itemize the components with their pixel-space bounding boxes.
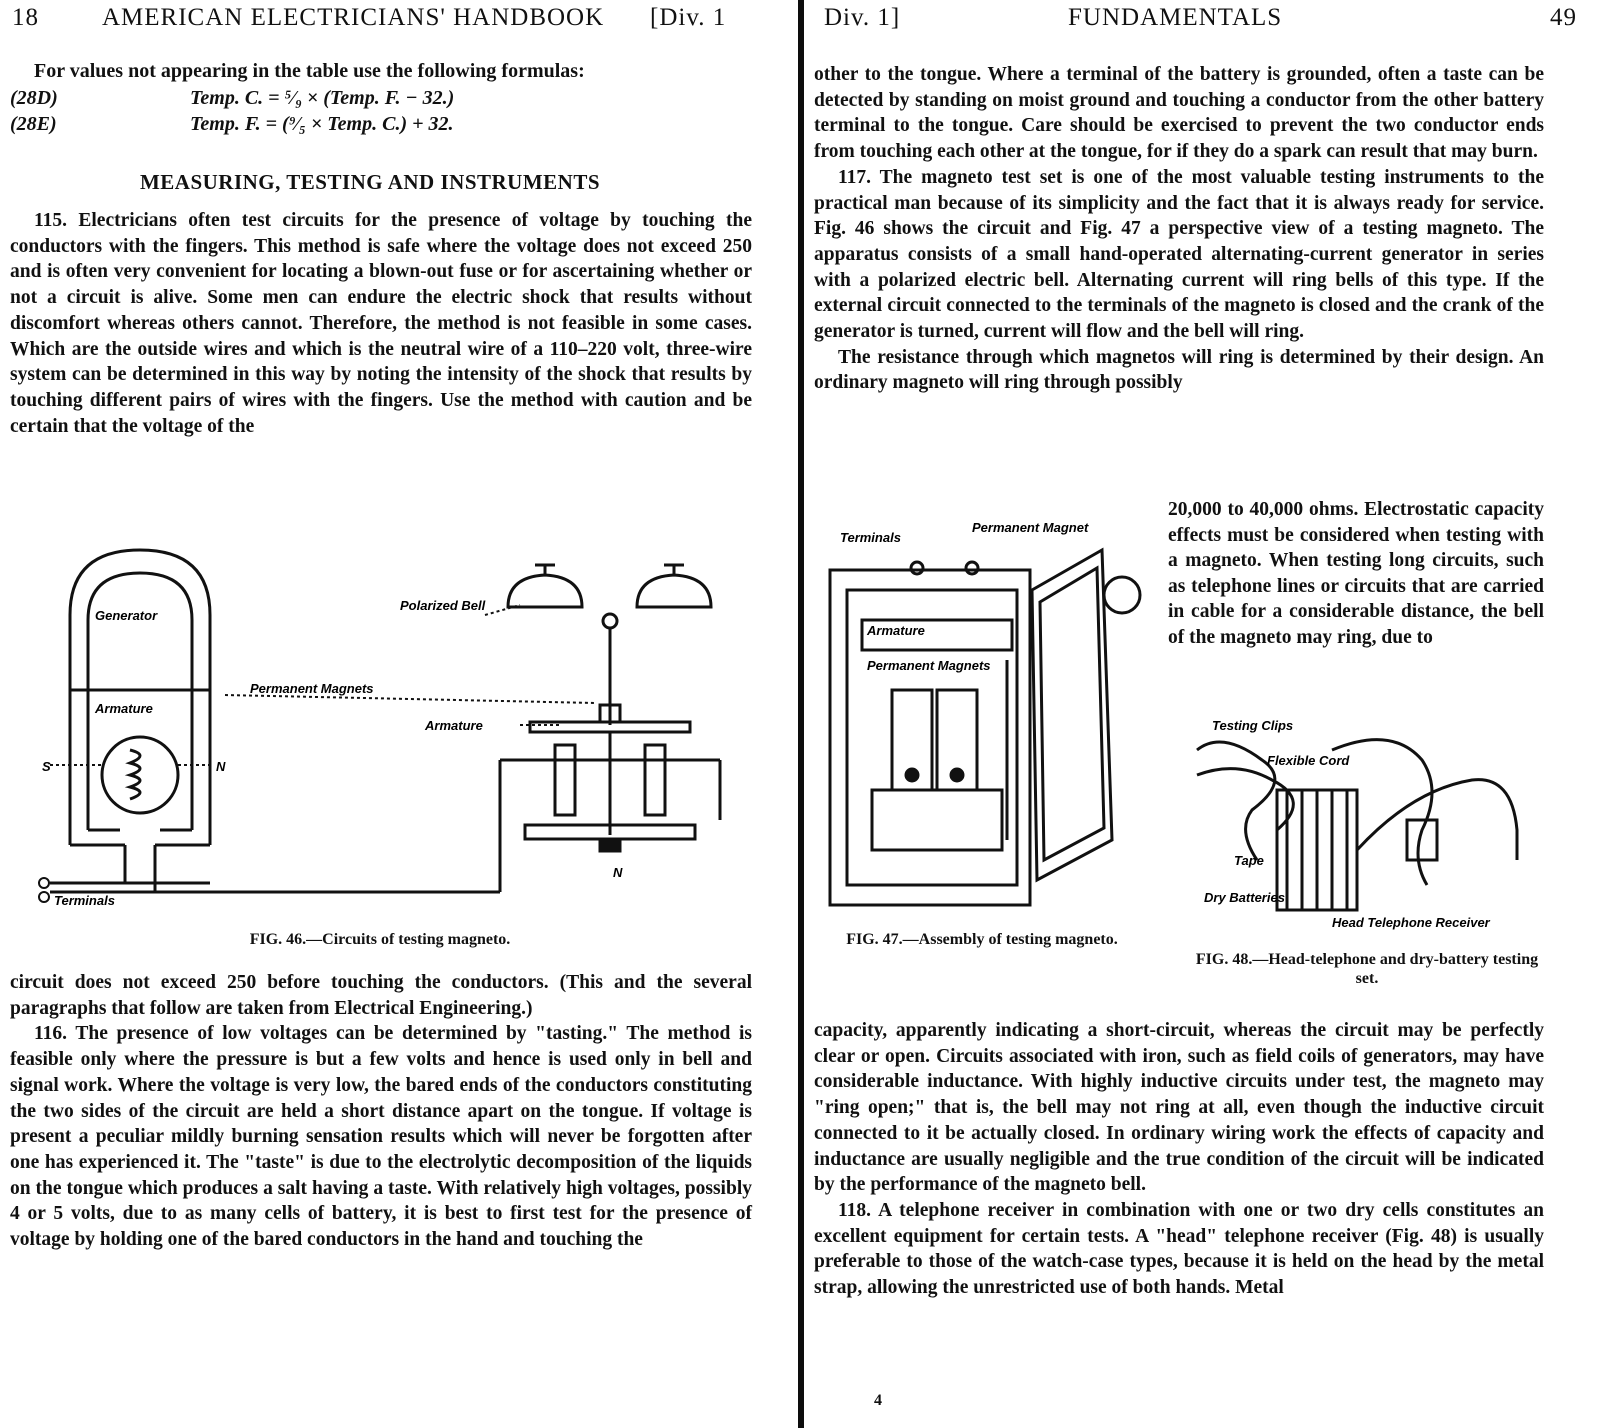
paragraph-text: circuit does not exceed 250 before touch… [10,972,752,1019]
paragraph-resistance: The resistance through which magnetos wi… [814,346,1544,394]
right-running-head: Div. 1] FUNDAMENTALS 49 [822,4,1590,38]
label-dry-batteries: Dry Batteries [1204,890,1285,905]
label-armature-right: Armature [424,718,483,733]
label-permanent-magnets: Permanent Magnets [250,681,374,696]
bell-dome-left [506,573,584,609]
label-terminals: Terminals [840,530,901,545]
testing-clip-wire [1196,740,1277,861]
paragraph-117: 117. The magneto test set is one of the … [814,166,1544,343]
paragraph-text: 115. Electricians often test circuits fo… [10,210,752,437]
receiver-cap [1405,818,1439,862]
paragraph-capacity: capacity, apparently indicating a short-… [814,1020,1544,1196]
right-lower-text: capacity, apparently indicating a short-… [814,1018,1544,1301]
section-heading: MEASURING, TESTING AND INSTRUMENTS [139,170,601,194]
label-n-bell: N [613,865,623,880]
label-head-telephone-receiver: Head Telephone Receiver [1332,915,1491,930]
formula-equation: Temp. C. = ⁵⁄₉ × (Temp. F. − 32.) [190,87,455,109]
label-flexible-cord: Flexible Cord [1267,753,1350,768]
armature-coil [124,748,142,801]
left-running-head: 18 AMERICAN ELECTRICIANS' HANDBOOK [Div.… [10,4,780,38]
crank-hub [1102,575,1142,615]
label-terminals: Terminals [54,893,115,908]
bell-coil-left [553,743,577,817]
left-division: [Div. 1 [650,4,727,31]
generator-magnet-outer [68,548,212,735]
formula-row: (28D) Temp. C. = ⁵⁄₉ × (Temp. F. − 32.) [10,87,770,113]
terminal-post [909,560,925,576]
magneto-circuit-svg: Generator Armature Permanent Magnets Pol… [38,548,722,908]
label-polarized-bell: Polarized Bell [400,598,486,613]
formula-equation: Temp. F. = (⁹⁄₅ × Temp. C.) + 32. [190,113,454,135]
side-column-text: 20,000 to 40,000 ohms. Electrostatic cap… [1168,497,1544,650]
formula-number: (28D) [10,87,58,109]
left-running-title: AMERICAN ELECTRICIANS' HANDBOOK [102,4,605,31]
label-armature: Armature [866,623,925,638]
armature-housing [860,618,1014,652]
magneto-case [828,568,1032,907]
gutter-shadow [798,0,804,1428]
right-page-number: 49 [1550,4,1577,31]
head-strap [1355,778,1519,860]
clapper-ball [601,612,619,630]
left-page: 18 AMERICAN ELECTRICIANS' HANDBOOK [Div.… [0,0,790,1428]
temperature-formulas: For values not appearing in the table us… [10,60,770,139]
figure-48-caption: FIG. 48.—Head-telephone and dry-battery … [1195,951,1539,987]
label-tape: Tape [1234,853,1264,868]
head-telephone-svg: Testing Clips Flexible Cord Tape Dry Bat… [1196,720,1519,930]
formulas-intro: For values not appearing in the table us… [34,60,585,82]
figure-46-caption: FIG. 46.—Circuits of testing magneto. [249,931,511,948]
figure-48-head-telephone-set: Testing Clips Flexible Cord Tape Dry Bat… [1182,720,1542,940]
figure-47-magneto-assembly: Terminals Permanent Magnet Armature Perm… [822,520,1162,920]
label-s: S [42,759,51,774]
paragraph-text: 20,000 to 40,000 ohms. Electrostatic cap… [1168,499,1544,648]
label-permanent-magnet: Permanent Magnet [972,520,1089,535]
right-division: Div. 1] [824,4,901,31]
formula-number: (28E) [10,113,57,135]
book-gutter [790,0,812,1428]
magneto-door [1030,547,1114,883]
paragraph-116: 116. The presence of low voltages can be… [10,1023,752,1251]
label-armature-left: Armature [94,701,153,716]
terminal-1 [38,877,50,889]
paragraph-118: 118. A telephone receiver in combination… [814,1199,1544,1299]
right-running-title: FUNDAMENTALS [1068,4,1283,31]
footer-signature: 4 [874,1392,882,1409]
leader-permanent-magnets [224,694,596,704]
figure-46-circuit-diagram: Generator Armature Permanent Magnets Pol… [30,535,750,920]
paragraph-115-continued: circuit does not exceed 250 before touch… [10,970,752,1253]
paragraph-115: 115. Electricians often test circuits fo… [10,208,752,439]
armature-ring [100,735,180,815]
terminal-2 [38,891,50,903]
label-n-generator: N [216,759,226,774]
figure-47-caption: FIG. 47.—Assembly of testing magneto. [846,931,1118,948]
bell-dome-right [635,573,713,609]
label-generator: Generator [95,608,158,623]
label-permanent-magnets: Permanent Magnets [867,658,991,673]
paragraph-116-continued: other to the tongue. Where a terminal of… [814,64,1544,163]
terminal-post [964,560,980,576]
formula-row: (28E) Temp. F. = (⁹⁄₅ × Temp. C.) + 32. [10,113,770,139]
bell-coil-right [643,743,667,817]
magneto-assembly-svg: Terminals Permanent Magnet Armature Perm… [828,520,1142,907]
right-upper-text: other to the tongue. Where a terminal of… [814,62,1544,396]
flexible-cord [1331,738,1434,886]
generator-magnet-inner [86,571,194,735]
label-testing-clips: Testing Clips [1212,720,1293,733]
left-page-number: 18 [12,4,39,31]
right-page: Div. 1] FUNDAMENTALS 49 other to the ton… [812,0,1600,1428]
